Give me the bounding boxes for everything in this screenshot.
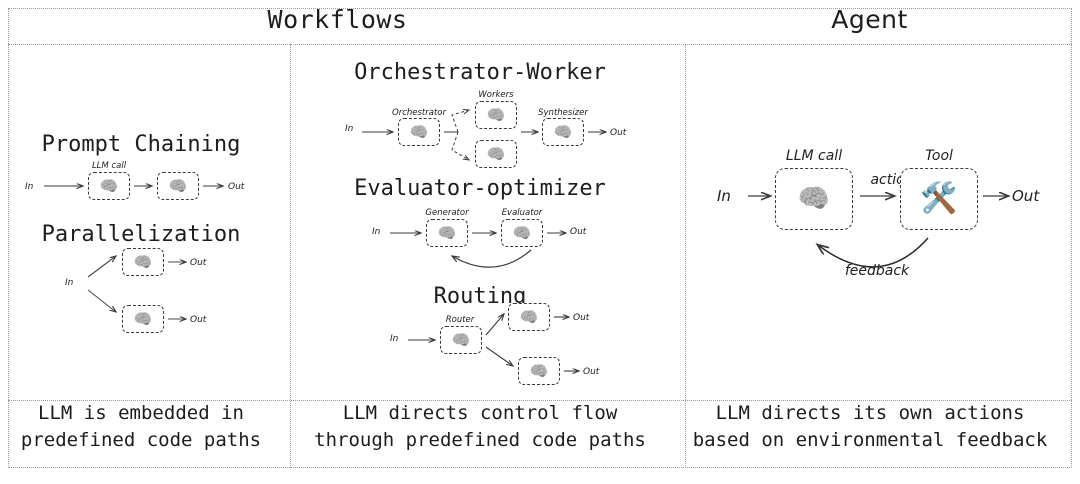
caption-line: based on environmental feedback bbox=[692, 429, 1048, 451]
brain-icon: 🧠 bbox=[512, 223, 532, 242]
agent-tool-node: 🛠️ bbox=[900, 168, 978, 230]
prompt-chaining-out: Out bbox=[228, 182, 245, 192]
prompt-chaining-in: In bbox=[25, 182, 34, 192]
brain-icon: 🧠 bbox=[133, 252, 153, 271]
prompt-chaining-llm-call-label: LLM call bbox=[91, 161, 127, 171]
evaluator-node: 🧠 bbox=[501, 219, 543, 247]
generator-node: 🧠 bbox=[426, 219, 468, 247]
brain-icon: 🧠 bbox=[168, 176, 188, 195]
caption-divider bbox=[8, 400, 1072, 401]
routing-node-bottom: 🧠 bbox=[518, 357, 560, 385]
column-header-agent: Agent bbox=[831, 4, 908, 34]
title-orchestrator-worker: Orchestrator-Worker bbox=[354, 60, 606, 85]
evaluator-label: Evaluator bbox=[501, 208, 543, 218]
brain-icon: 🧠 bbox=[451, 330, 471, 349]
vertical-divider-1 bbox=[290, 44, 291, 468]
agent-llm-call-label: LLM call bbox=[785, 148, 843, 164]
parallelization-out-top: Out bbox=[190, 258, 207, 268]
parallelization-node-top: 🧠 bbox=[122, 248, 164, 276]
orchestrator-node: 🧠 bbox=[398, 118, 440, 146]
prompt-chaining-node-1: 🧠 bbox=[88, 172, 130, 200]
brain-icon: 🧠 bbox=[486, 105, 506, 124]
routing-in: In bbox=[390, 334, 399, 344]
worker-node-top: 🧠 bbox=[475, 101, 517, 129]
brain-icon: 🧠 bbox=[437, 223, 457, 242]
evaluator-out: Out bbox=[570, 227, 587, 237]
agent-tool-label: Tool bbox=[925, 148, 953, 164]
brain-icon: 🧠 bbox=[519, 307, 539, 326]
divider-group bbox=[8, 8, 1072, 468]
parallelization-out-bottom: Out bbox=[190, 315, 207, 325]
caption-line: LLM directs its own actions bbox=[715, 402, 1025, 424]
diagram-frame bbox=[8, 8, 1072, 468]
evaluator-in: In bbox=[372, 227, 381, 237]
caption-line: through predefined code paths bbox=[314, 429, 646, 451]
caption-line: LLM directs control flow bbox=[342, 402, 618, 424]
brain-icon: 🧠 bbox=[409, 122, 429, 141]
title-routing: Routing bbox=[433, 284, 527, 309]
prompt-chaining-node-2: 🧠 bbox=[157, 172, 199, 200]
routing-out-bottom: Out bbox=[583, 367, 600, 377]
caption-workflows-mid: LLM directs control flow through predefi… bbox=[283, 394, 677, 460]
caption-workflows-left: LLM is embedded in predefined code paths bbox=[0, 394, 282, 460]
hammer-and-wrench-icon: 🛠️ bbox=[920, 181, 958, 216]
orchestrator-in: In bbox=[345, 124, 354, 134]
brain-icon: 🧠 bbox=[529, 361, 549, 380]
agent-feedback-label: feedback bbox=[844, 263, 910, 279]
parallelization-node-bottom: 🧠 bbox=[122, 305, 164, 333]
synthesizer-label: Synthesizer bbox=[538, 108, 588, 118]
generator-label: Generator bbox=[425, 208, 469, 218]
brain-icon: 🧠 bbox=[797, 184, 831, 214]
parallelization-in: In bbox=[65, 278, 74, 288]
brain-icon: 🧠 bbox=[553, 122, 573, 141]
synthesizer-node: 🧠 bbox=[542, 118, 584, 146]
orchestrator-label: Orchestrator bbox=[392, 108, 446, 118]
brain-icon: 🧠 bbox=[99, 176, 119, 195]
caption-agent: LLM directs its own actions based on env… bbox=[678, 394, 1062, 460]
title-prompt-chaining: Prompt Chaining bbox=[41, 132, 241, 157]
caption-line: LLM is embedded in bbox=[38, 402, 244, 424]
vertical-divider-2 bbox=[685, 44, 686, 468]
brain-icon: 🧠 bbox=[133, 309, 153, 328]
agent-in: In bbox=[717, 187, 731, 205]
title-parallelization: Parallelization bbox=[41, 222, 241, 247]
brain-icon: 🧠 bbox=[486, 144, 506, 163]
agent-llm-node: 🧠 bbox=[775, 168, 853, 230]
workers-label: Workers bbox=[478, 90, 514, 100]
caption-line: predefined code paths bbox=[20, 429, 262, 451]
routing-node-top: 🧠 bbox=[508, 303, 550, 331]
orchestrator-out: Out bbox=[610, 128, 627, 138]
agent-out: Out bbox=[1012, 187, 1040, 205]
router-label: Router bbox=[445, 315, 475, 325]
router-node: 🧠 bbox=[440, 326, 482, 354]
routing-out-top: Out bbox=[573, 313, 590, 323]
header-divider bbox=[8, 44, 1072, 45]
column-header-workflows: Workflows bbox=[267, 4, 408, 34]
title-evaluator-optimizer: Evaluator-optimizer bbox=[354, 176, 606, 201]
worker-node-bottom: 🧠 bbox=[475, 140, 517, 168]
